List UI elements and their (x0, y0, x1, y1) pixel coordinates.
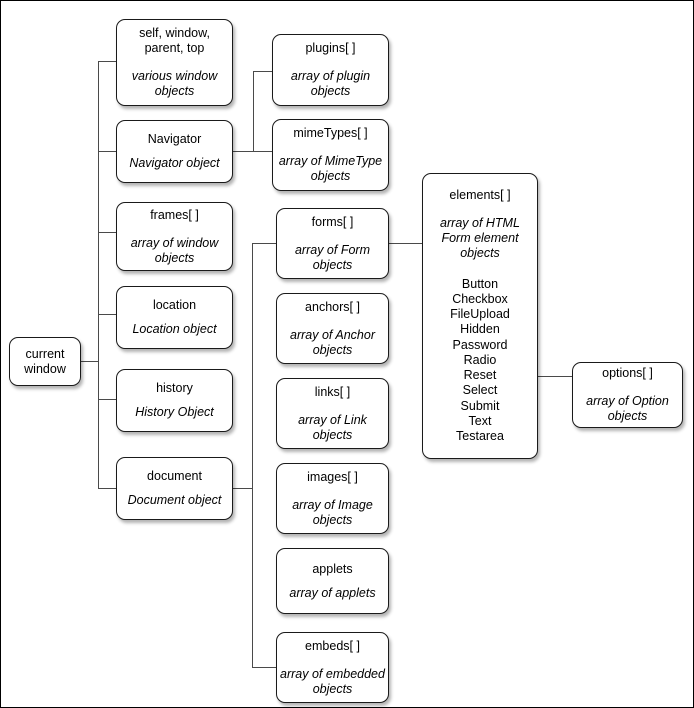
node-title: mimeTypes[ ] (293, 126, 368, 140)
connector-stub-mimetypes (253, 151, 272, 152)
node-desc: array of applets (289, 585, 376, 600)
node-document[interactable]: document Document object (116, 457, 233, 520)
node-desc: Navigator object (129, 156, 220, 170)
connector-document-out (233, 488, 253, 489)
node-desc: History Object (135, 405, 214, 419)
node-desc: array of window objects (130, 235, 219, 265)
node-embeds[interactable]: embeds[ ] array of embedded objects (276, 632, 389, 703)
node-title: plugins[ ] (305, 41, 356, 55)
connector-elements-options (538, 376, 573, 377)
node-history[interactable]: history History Object (116, 369, 233, 432)
node-title: options[ ] (602, 366, 653, 380)
node-mimetypes[interactable]: mimeTypes[ ] array of MimeType objects (272, 119, 389, 191)
node-current-window[interactable]: current window (9, 337, 81, 386)
node-desc: array of Anchor objects (290, 327, 375, 357)
node-title: applets (312, 561, 353, 576)
node-element-type-list: Button Checkbox FileUpload Hidden Passwo… (450, 276, 510, 443)
node-frames[interactable]: frames[ ] array of window objects (116, 202, 233, 271)
connector-stub-frames (98, 232, 116, 233)
node-title: embeds[ ] (305, 638, 360, 653)
node-desc: array of Option objects (586, 394, 669, 423)
connector-stub-document (98, 488, 116, 489)
node-title: forms[ ] (311, 214, 354, 229)
node-plugins[interactable]: plugins[ ] array of plugin objects (272, 34, 389, 106)
node-title: anchors[ ] (305, 299, 360, 314)
node-desc: various window objects (131, 69, 218, 98)
node-title: self, window, parent, top (139, 26, 210, 55)
connector-stub-history (98, 399, 116, 400)
node-location[interactable]: location Location object (116, 286, 233, 349)
node-title: document (147, 469, 202, 483)
node-images[interactable]: images[ ] array of Image objects (276, 463, 389, 534)
connector-stub-location (98, 314, 116, 315)
node-title: current window (24, 346, 66, 376)
node-title: Navigator (147, 132, 202, 146)
connector-window-trunk (98, 61, 99, 488)
node-title: history (156, 381, 193, 395)
node-desc: Location object (132, 322, 217, 336)
node-desc: array of plugin objects (290, 69, 371, 98)
connector-stub-navigator (98, 151, 116, 152)
node-links[interactable]: links[ ] array of Link objects (276, 378, 389, 449)
connector-stub-plugins (253, 71, 272, 72)
node-title: elements[ ] (449, 187, 511, 202)
node-title: location (152, 298, 197, 312)
node-desc: array of HTML Form element objects (440, 215, 520, 260)
node-title: links[ ] (314, 384, 351, 399)
connector-stub-forms (252, 243, 276, 244)
node-applets[interactable]: applets array of applets (276, 548, 389, 614)
connector-document-trunk (252, 243, 253, 667)
node-navigator[interactable]: Navigator Navigator object (116, 120, 233, 183)
connector-stub-embeds (252, 667, 276, 668)
node-title: frames[ ] (150, 207, 199, 222)
node-options[interactable]: options[ ] array of Option objects (572, 362, 683, 428)
node-desc: array of Link objects (298, 412, 367, 442)
node-desc: Document object (127, 493, 222, 507)
node-elements[interactable]: elements[ ] array of HTML Form element o… (422, 173, 538, 459)
connector-navigator-trunk (253, 71, 254, 152)
node-title: images[ ] (307, 469, 358, 484)
node-forms[interactable]: forms[ ] array of Form objects (276, 208, 389, 279)
connector-navigator-out (233, 151, 253, 152)
node-desc: array of Image objects (292, 497, 373, 527)
node-anchors[interactable]: anchors[ ] array of Anchor objects (276, 293, 389, 364)
connector-stub-self-window (98, 61, 116, 62)
node-desc: array of Form objects (294, 242, 370, 272)
node-desc: array of MimeType objects (278, 154, 383, 183)
connector-root-stub (81, 361, 98, 362)
connector-forms-elements (389, 243, 422, 244)
node-desc: array of embedded objects (280, 666, 385, 696)
node-self-window-parent-top[interactable]: self, window, parent, top various window… (116, 19, 233, 106)
